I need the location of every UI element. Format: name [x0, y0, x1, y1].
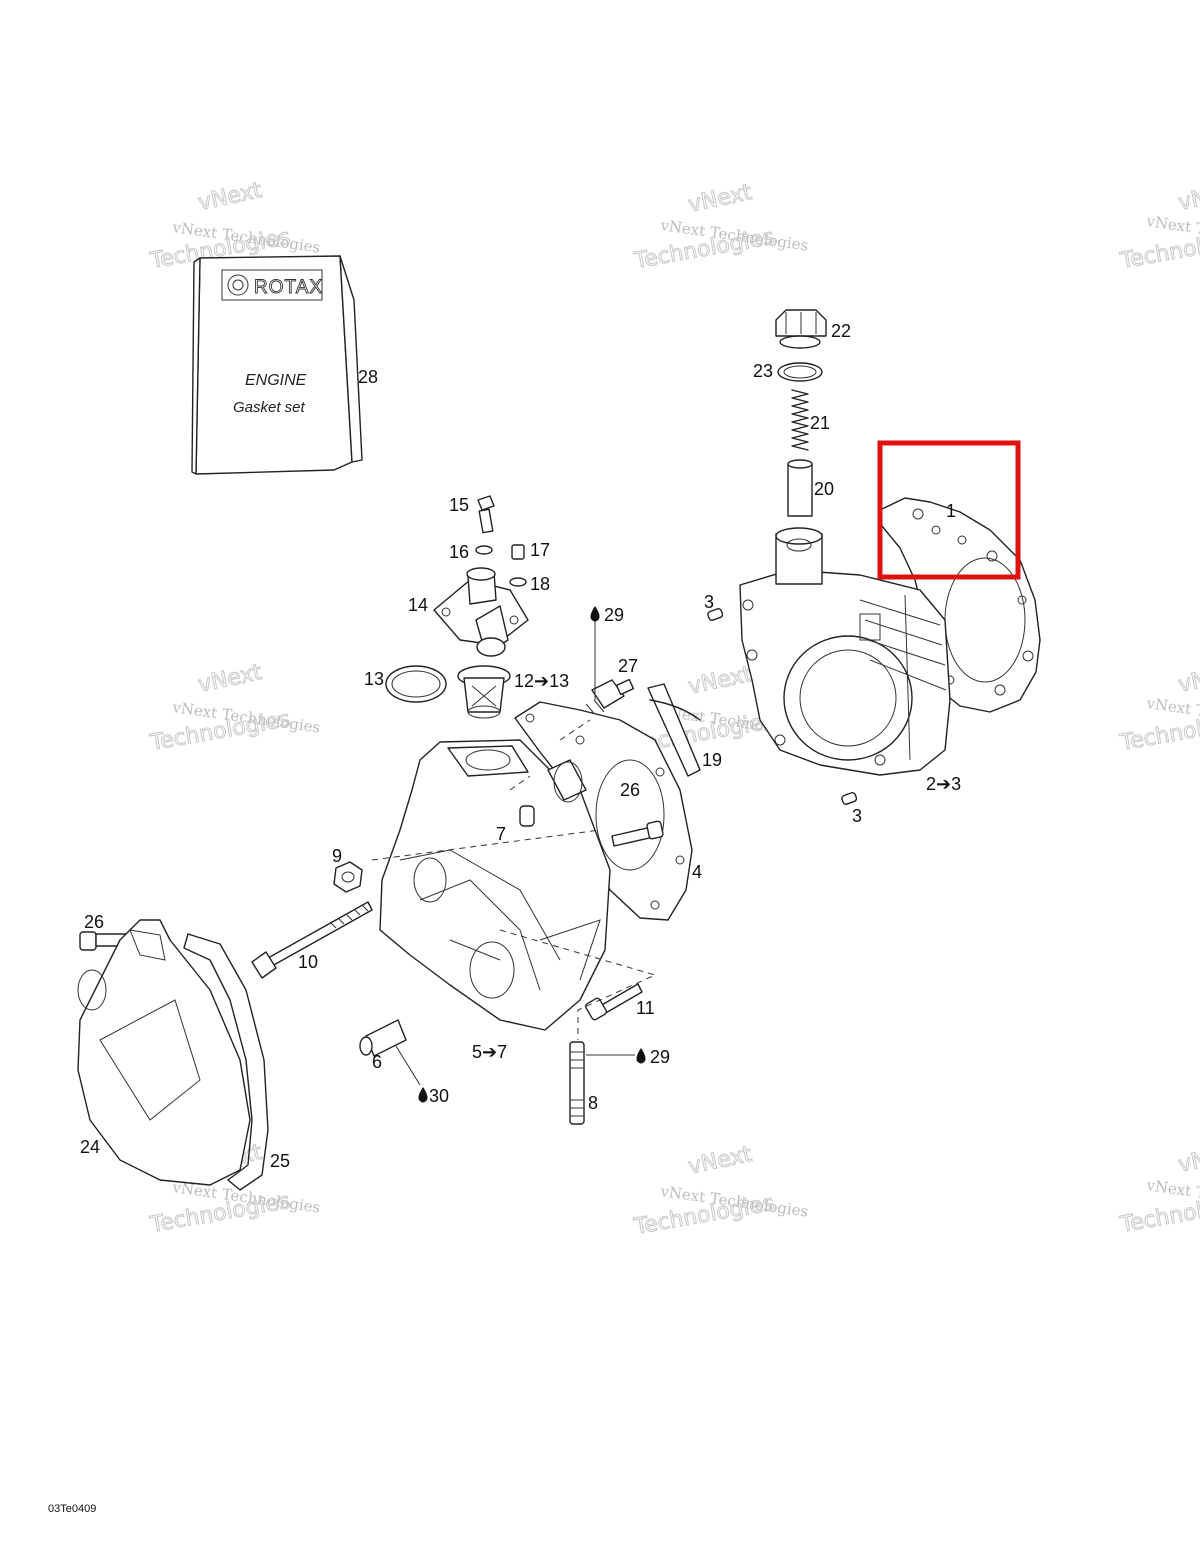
- callout-22: 22: [831, 321, 851, 341]
- part-7-valve: [519, 805, 535, 827]
- part-23-o-ring: [777, 362, 823, 382]
- part-22-cap: [775, 309, 827, 349]
- callout-labels: 1 2➔3 3 3 4 5➔7 6 7 8 9 10 11 12➔13 13 1…: [80, 321, 961, 1171]
- part-10-long-bolt: [251, 901, 373, 979]
- callout-26-left: 26: [84, 912, 104, 932]
- watermark-bottom-right: vNext vNext Technologies Technologies: [1117, 1139, 1200, 1238]
- drop-icon-30: [418, 1087, 428, 1103]
- callout-9: 9: [332, 846, 342, 866]
- part-19-hose-clamp: [647, 683, 701, 777]
- gasket-book-brand: ROTAX: [254, 277, 323, 298]
- callout-14: 14: [408, 595, 428, 615]
- svg-text:vNext: vNext: [1176, 660, 1200, 698]
- part-16-washer: [475, 545, 493, 555]
- part-9-nut: [333, 861, 363, 893]
- part-26-screw-right: [611, 820, 664, 847]
- part-12-thermostat: [457, 665, 511, 719]
- svg-text:vNext: vNext: [196, 178, 264, 216]
- callout-18: 18: [530, 574, 550, 594]
- diagram-code: 03Te0409: [48, 1503, 96, 1515]
- part-25-cover-gasket: [183, 933, 269, 1191]
- callout-20: 20: [814, 479, 834, 499]
- callout-3-top: 3: [704, 592, 714, 612]
- callout-7: 7: [496, 824, 506, 844]
- part-6-plug: [359, 1019, 407, 1057]
- svg-text:vNext: vNext: [686, 662, 754, 700]
- callout-5: 5➔7: [472, 1042, 507, 1062]
- watermark-mid-left: vNext vNext Technologies Technologies: [147, 659, 321, 756]
- callout-29-top: 29: [604, 605, 624, 625]
- svg-text:vNext: vNext: [686, 180, 754, 218]
- part-4-gasket: [514, 701, 693, 921]
- svg-text:vNext: vNext: [686, 1142, 754, 1180]
- part-18-washer: [509, 577, 527, 587]
- part-13-o-ring: [385, 665, 447, 703]
- part-3-dowel-top: [707, 607, 724, 621]
- reference-lines: [371, 620, 657, 1086]
- callout-26-right: 26: [620, 780, 640, 800]
- callout-10: 10: [298, 952, 318, 972]
- part-28-gasket-set-booklet: ROTAX ENGINE Gasket set: [191, 255, 363, 475]
- watermark-mid-right: vNext vNext Technologies Technologies: [1117, 659, 1200, 756]
- callout-25: 25: [270, 1151, 290, 1171]
- callout-13: 13: [364, 669, 384, 689]
- callout-1: 1: [946, 501, 956, 521]
- part-15-screw: [477, 495, 495, 534]
- part-21-spring: [791, 389, 809, 451]
- callout-19: 19: [702, 750, 722, 770]
- drop-icon-29-top: [590, 606, 600, 622]
- part-26-screw-left: [79, 931, 127, 951]
- gasket-book-title: ENGINE: [245, 372, 307, 389]
- cylinder-block: [739, 527, 951, 776]
- cylinder-head: [379, 739, 611, 1031]
- svg-text:vNext: vNext: [196, 660, 264, 698]
- callout-30: 30: [429, 1086, 449, 1106]
- callout-4: 4: [692, 862, 702, 882]
- part-11-bolt: [584, 983, 643, 1021]
- callout-2: 2➔3: [926, 774, 961, 794]
- callout-24: 24: [80, 1137, 100, 1157]
- watermark-bottom-center: vNext vNext Technologies Technologies: [631, 1141, 809, 1240]
- callout-3-bottom: 3: [852, 806, 862, 826]
- part-17-plug: [511, 544, 525, 560]
- callout-21: 21: [810, 413, 830, 433]
- watermark-top-right: vNext vNext Technologies Technologies: [1117, 177, 1200, 274]
- callout-12: 12➔13: [514, 671, 569, 691]
- callout-28: 28: [358, 367, 378, 387]
- callout-27: 27: [618, 656, 638, 676]
- gasket-book-subtitle: Gasket set: [233, 399, 306, 416]
- part-3-dowel-bottom: [841, 791, 858, 805]
- part-24-valve-cover: [77, 919, 251, 1186]
- part-20-sleeve: [787, 459, 813, 517]
- drop-icon-29-bottom: [636, 1048, 646, 1064]
- part-27-sensor: [585, 678, 635, 719]
- watermark-top-center: vNext vNext Technologies Technologies: [631, 179, 809, 274]
- part-14-thermostat-cover: [433, 567, 529, 657]
- svg-text:vNext: vNext: [1176, 178, 1200, 216]
- callout-11: 11: [636, 998, 655, 1018]
- highlight-box: [877, 440, 1021, 580]
- callout-23: 23: [753, 361, 773, 381]
- callout-6: 6: [372, 1052, 382, 1072]
- part-1-head-gasket: [879, 497, 1041, 713]
- callout-15: 15: [449, 495, 469, 515]
- callout-16: 16: [449, 542, 469, 562]
- callout-8: 8: [588, 1093, 598, 1113]
- part-8-stud: [569, 1041, 585, 1125]
- callout-17: 17: [530, 540, 550, 560]
- svg-text:vNext: vNext: [1176, 1140, 1200, 1178]
- callout-29-bottom: 29: [650, 1047, 670, 1067]
